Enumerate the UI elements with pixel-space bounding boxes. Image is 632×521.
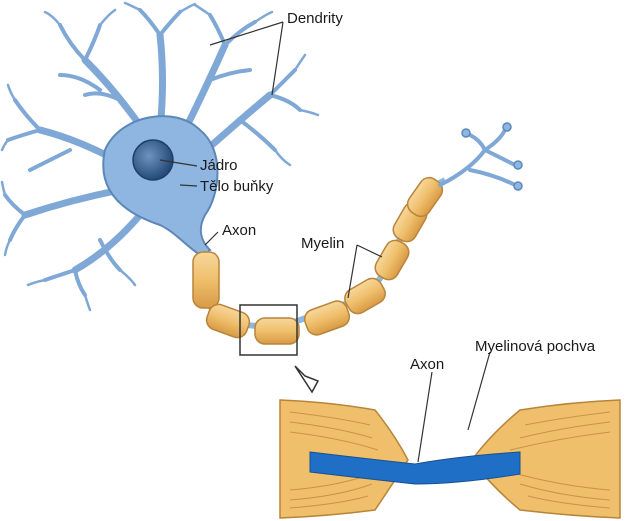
myelin-segment — [255, 318, 299, 344]
label-myelin-sheath: Myelinová pochva — [475, 338, 595, 356]
myelin-segment — [193, 252, 219, 308]
myelin-detail — [280, 400, 620, 518]
label-cell-body: Tělo buňky — [200, 178, 273, 196]
nucleus — [133, 140, 173, 180]
label-axon-detail: Axon — [410, 356, 444, 374]
myelin-segments — [193, 174, 446, 344]
myelin-segment — [204, 302, 252, 341]
myelin-segment — [372, 237, 413, 284]
axon-terminals — [440, 130, 515, 185]
label-dendrites: Dendrity — [287, 10, 343, 28]
zoom-arrow — [295, 366, 318, 392]
label-axon-main: Axon — [222, 222, 256, 240]
label-nucleus: Jádro — [200, 157, 238, 175]
myelin-segment — [302, 298, 352, 337]
terminal-buttons — [462, 123, 522, 190]
label-myelin: Myelin — [301, 235, 344, 253]
